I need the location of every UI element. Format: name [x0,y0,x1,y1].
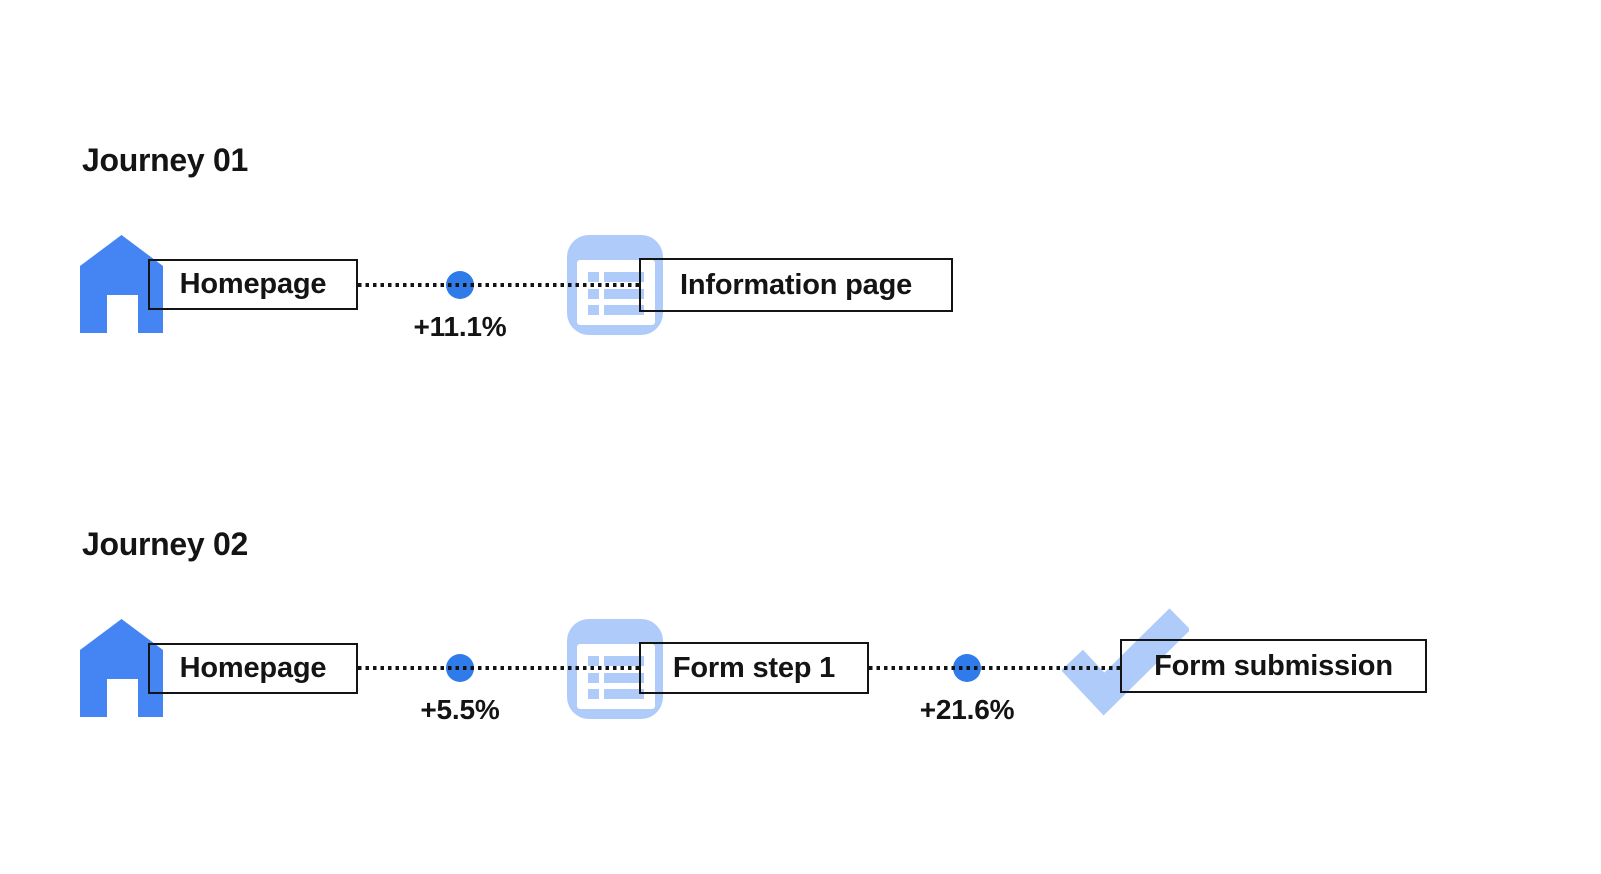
step-label-form-step-1: Form step 1 [672,651,836,684]
journey-01-title: Journey 01 [82,142,248,178]
step-box-form-submission: Form submission [1120,639,1427,693]
step-box-form-step-1: Form step 1 [639,642,869,694]
journey-02-title: Journey 02 [82,526,248,562]
information-page-icon-sheet [577,260,655,325]
step-label-information-page: Information page [679,268,913,301]
transition-line [358,283,639,287]
transition-line [869,666,1120,670]
step-box-homepage: Homepage [148,643,358,694]
form-page-icon-sheet [577,644,655,709]
information-page-icon [567,235,663,335]
transition-value: +21.6% [919,694,1015,725]
step-box-homepage: Homepage [148,259,358,310]
home-icon [80,235,163,333]
step-label-homepage: Homepage [179,652,327,684]
home-icon [80,619,163,717]
step-label-form-submission: Form submission [1154,649,1393,682]
step-label-homepage: Homepage [179,268,327,300]
step-box-information-page: Information page [639,258,953,312]
transition-value: +11.1% [413,311,507,342]
checkmark-icon [1062,608,1189,716]
transition-value: +5.5% [420,694,500,725]
transition-line [358,666,639,670]
